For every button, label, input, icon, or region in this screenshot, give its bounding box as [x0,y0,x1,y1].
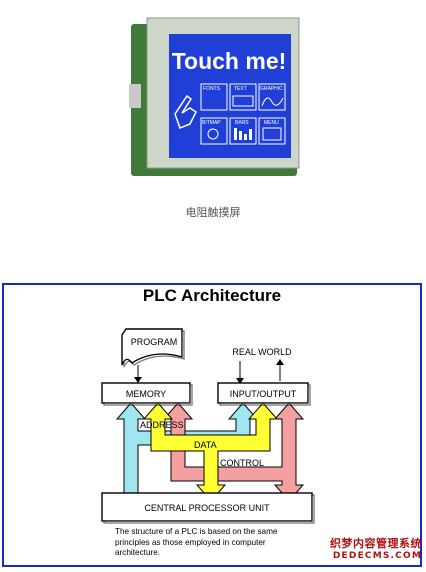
real-world-label: REAL WORLD [232,347,292,357]
screen-title: Touch me! [172,48,287,74]
pointing-hand-icon [174,94,197,129]
plc-figure-frame: PLC Architecture PROGRAM REAL WORLD [2,283,422,567]
touch-screen-photo: Touch me! FONTS TEXT GRAPHIC BITMAP BARS… [129,17,300,176]
menu-tile-grid [200,83,286,145]
tile-label-menu: MENU [264,120,279,126]
control-bus [162,402,305,502]
watermark: 织梦内容管理系统 DEDECMS.COM [318,535,422,561]
memory-label: MEMORY [126,389,166,399]
memory-box [101,382,191,404]
plc-diagram: PROGRAM REAL WORLD ADDRESS DATA CONTROL … [101,328,313,522]
address-label: ADDRESS [140,420,184,430]
cpu-box [101,492,313,522]
data-bus [142,402,279,502]
plc-description: The structure of a PLC is based on the s… [115,527,278,557]
input-output-label: INPUT/OUTPUT [230,389,297,399]
data-label: DATA [194,440,217,450]
tile-label-bars: BARS [235,120,249,126]
watermark-line2: DEDECMS.COM [332,551,422,561]
program-label: PROGRAM [131,337,178,347]
tile-label-graphic: GRAPHIC [260,86,283,92]
plc-title: PLC Architecture [142,286,282,305]
program-document [121,328,183,366]
tile-label-fonts: FONTS [203,86,221,92]
tile-label-bitmap: BITMAP [202,120,221,126]
cpu-label: CENTRAL PROCESSOR UNIT [144,503,270,513]
watermark-line1: 织梦内容管理系统 [330,537,422,550]
pcb-connector [129,84,141,108]
tile-label-text: TEXT [234,86,247,92]
photo-caption: 电阻触摸屏 [185,206,241,219]
input-output-box [217,382,309,404]
control-label: CONTROL [220,458,264,468]
tile-pictograms [207,95,284,141]
